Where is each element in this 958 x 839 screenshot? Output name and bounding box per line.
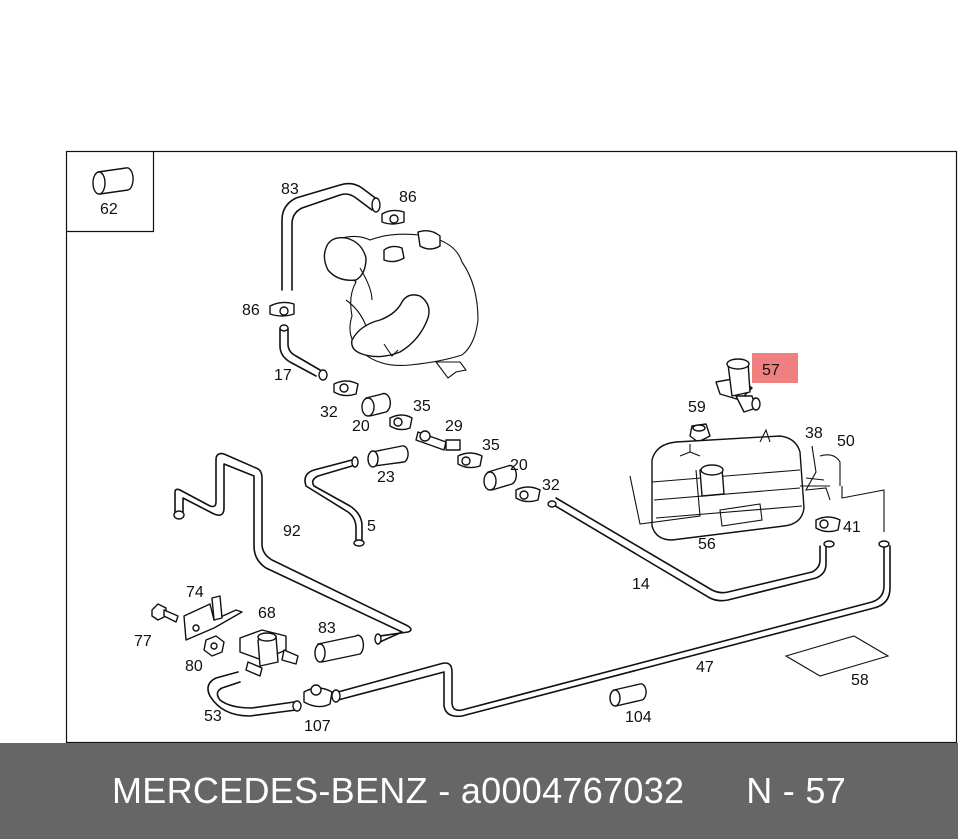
callout-80: 80 [185,658,203,675]
callout-20: 20 [352,418,370,435]
callout-32: 32 [320,404,338,421]
callout-20: 20 [510,457,528,474]
callout-53: 53 [204,708,222,725]
part-53-hose [207,671,302,717]
callout-23: 23 [377,469,395,486]
callout-68: 68 [258,605,276,622]
part-35-clamp-a [389,414,413,431]
part-86-clamp-lower [269,301,295,317]
part-77-bolt [151,603,179,623]
callout-38: 38 [805,425,823,442]
part-32-clamp-a [333,380,359,397]
part-68-valve [239,629,299,677]
part-14-pipe [547,497,835,602]
callout-57: 57 [762,362,780,379]
callout-5: 5 [367,518,376,535]
callout-107: 107 [304,718,331,735]
part-104-sleeve [609,683,647,707]
callout-58: 58 [851,672,869,689]
highlight-57 [752,353,798,383]
callout-62: 62 [100,201,118,218]
part-83-upper-hose [281,182,381,291]
part-83-lower-sleeve [314,634,365,663]
part-80-nut [203,635,225,657]
part-92-pipe [173,452,412,645]
callout-83: 83 [281,181,299,198]
part-32-clamp-b [515,486,541,503]
part-74-bracket [183,595,243,641]
part-20-sleeve-b [483,464,518,491]
part-86-clamp-upper [381,209,405,225]
part-17-hose [279,324,328,381]
position-number: N - 57 [746,770,847,811]
part-41-clamp [815,516,841,533]
part-56-canister [629,428,805,541]
part-107-clamp [303,684,333,708]
callout-83: 83 [318,620,336,637]
callout-35: 35 [413,398,431,415]
callout-41: 41 [843,519,861,536]
callout-47: 47 [696,659,714,676]
footer-banner: MERCEDES-BENZ - a0004767032 N - 57 [0,743,958,839]
spacer [684,770,746,812]
part-62-tube [92,167,134,195]
callout-77: 77 [134,633,152,650]
callout-17: 17 [274,367,292,384]
part-number: a0004767032 [460,770,685,811]
part-20-sleeve-a [361,392,392,417]
part-23-sleeve [367,445,409,468]
part-47-pipe [331,540,891,718]
part-58-sheet [784,635,890,677]
part-29-connector [415,430,461,451]
parts-diagram: 62 83 86 86 17 32 20 35 29 35 20 32 23 5… [65,150,958,743]
callout-14: 14 [632,576,650,593]
diagram-frame [65,150,958,743]
brand-name: MERCEDES-BENZ [111,770,428,811]
callout-92: 92 [283,523,301,540]
callout-32: 32 [542,477,560,494]
part-59-nut [689,423,711,443]
callout-35: 35 [482,437,500,454]
reservoir-assembly [323,229,479,379]
callout-74: 74 [186,584,204,601]
callout-86: 86 [242,302,260,319]
callout-104: 104 [625,709,652,726]
part-38-50-hose [800,445,885,532]
callout-59: 59 [688,399,706,416]
separator: - [438,770,451,811]
callout-29: 29 [445,418,463,435]
callout-56: 56 [698,536,716,553]
part-57-valve [715,358,761,413]
part-5-hose [304,456,365,547]
inset-box [66,151,155,233]
callout-50: 50 [837,433,855,450]
callout-86: 86 [399,189,417,206]
part-35-clamp-b [457,452,483,469]
